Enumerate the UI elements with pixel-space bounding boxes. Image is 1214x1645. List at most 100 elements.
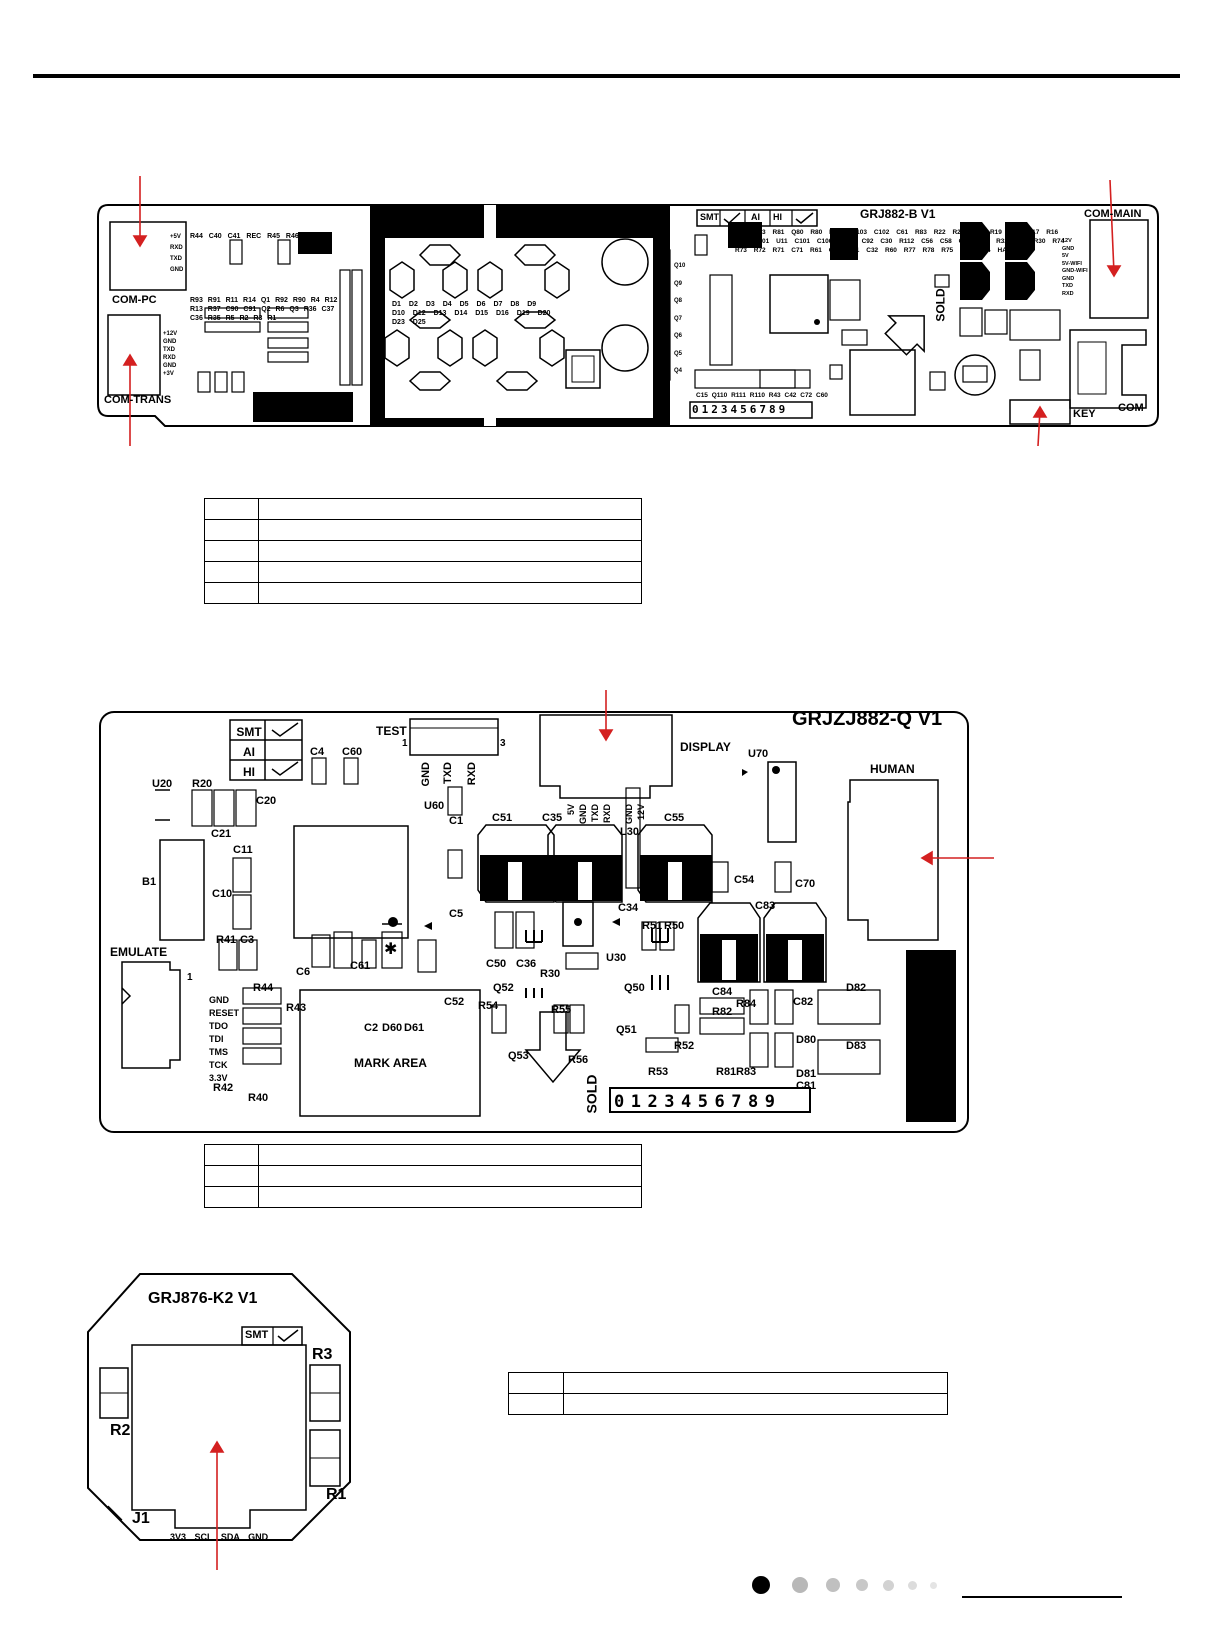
ai-label: AI: [243, 745, 255, 759]
component-label: U20: [152, 778, 173, 790]
pin-label: 5V: [1062, 253, 1069, 259]
component-label: C20: [256, 795, 277, 807]
component-label: C35: [542, 812, 563, 824]
mark-area-box: [299, 989, 481, 1117]
digit: 1: [630, 1092, 648, 1112]
sold-label-q: SOLD: [583, 1074, 600, 1114]
component-label: U11: [776, 238, 788, 245]
checkbox-group-main: [696, 209, 818, 227]
component-label: R51: [642, 920, 663, 932]
com-main-label: COM-MAIN: [1084, 208, 1142, 220]
component-label: C51: [492, 812, 513, 824]
table-row: [204, 1165, 642, 1187]
component-label: R78: [922, 247, 935, 254]
table-row: [204, 1186, 642, 1208]
led-label: D14: [454, 310, 468, 317]
component-label: R73: [735, 247, 747, 254]
svg-text:✱: ✱: [384, 941, 397, 958]
digit: 2: [647, 1092, 665, 1112]
component-label: R30: [1033, 238, 1046, 245]
component-label: C58: [939, 238, 952, 245]
pin-label: +5V: [170, 234, 181, 240]
big-capacitors: [298, 222, 1035, 300]
led-d16-d19: [601, 238, 649, 286]
digit: 4: [681, 1092, 698, 1112]
board-grj882-b: [97, 176, 1159, 447]
component-label: C93: [753, 229, 766, 236]
sold-label-main: SOLD: [933, 288, 948, 322]
diode-d60: [381, 931, 403, 969]
emulate-pins: GND RESET TDO TDI TMS TCK 3.3V: [209, 994, 239, 1085]
com-main-pins: 12V GND 5V 5V-WIFI GND-WIFI GND TXD RXD: [1062, 238, 1088, 298]
led-label: D12: [412, 310, 426, 317]
transistors-q: [525, 928, 669, 998]
led-label: D25: [412, 319, 426, 326]
transistor-label: Q7: [674, 315, 683, 322]
red-arrow-k2: [209, 1440, 225, 1570]
digit: 3: [720, 403, 728, 416]
component-label: D82: [846, 982, 867, 994]
pin-label: TXD: [590, 804, 600, 822]
small-components: [197, 234, 1061, 393]
table-row: [204, 561, 642, 583]
digit: 8: [748, 1092, 765, 1112]
component-label: C32: [735, 238, 747, 245]
resistor-label-r1: R1: [326, 1486, 347, 1503]
component-label: C61: [350, 960, 371, 972]
pin-label: RXD: [163, 355, 176, 361]
human-label: HUMAN: [870, 762, 915, 776]
component-label: C83: [755, 900, 776, 912]
digit: 5: [740, 403, 747, 416]
pin-table-main: [204, 498, 642, 604]
component-label: R111: [731, 392, 746, 399]
pin-label: SDA: [220, 1532, 240, 1542]
component-label: C55: [664, 812, 685, 824]
component-label: R41: [216, 934, 237, 946]
component-label: R72: [753, 247, 766, 254]
component-label: C56: [921, 238, 934, 245]
component-label: R101: [753, 238, 770, 245]
buzzer-r75: [954, 354, 996, 396]
component-label: C21: [211, 828, 232, 840]
com-trans-connector: [107, 314, 161, 396]
pin-label: 5V-WIFI: [1062, 260, 1082, 267]
component-label: C34: [618, 902, 639, 914]
component-label: R1: [267, 315, 277, 322]
page-dot: [908, 1581, 917, 1590]
component-label: R12: [324, 297, 338, 304]
led-label: D13: [433, 310, 447, 317]
component-label: R35: [207, 315, 221, 322]
component-label: R20: [192, 778, 213, 790]
component-label: C2: [364, 1022, 379, 1034]
component-label: R18: [1008, 229, 1021, 236]
component-label: C54: [734, 874, 755, 886]
pin-label: GND: [578, 804, 588, 824]
component-label: R20: [971, 229, 984, 236]
digit: 3: [664, 1092, 681, 1112]
component-label: R74: [1052, 238, 1065, 245]
pin-label: GND: [163, 339, 177, 345]
table-row: [204, 1144, 642, 1166]
component-label: C37: [321, 306, 335, 313]
component-label: R42: [213, 1082, 234, 1094]
component-label: R13: [190, 306, 203, 313]
component-label: R19: [989, 229, 1002, 236]
component-label: R44: [190, 233, 203, 240]
component-label: C102: [873, 229, 890, 236]
led-label: D23: [392, 319, 405, 326]
pin-label: TXD: [170, 256, 182, 262]
component-label: R76: [960, 247, 972, 254]
table-row: [204, 498, 642, 520]
ic-u11: [769, 274, 829, 334]
k2-pins: 3V3 SCL SDA GND: [170, 1532, 268, 1542]
test-connector: [409, 718, 499, 756]
component-label: U60: [424, 800, 445, 812]
component-label: C92: [861, 238, 874, 245]
component-label: Q50: [624, 982, 645, 994]
component-label: C90: [225, 306, 239, 313]
component-label: HA110: [997, 247, 1018, 254]
big-capacitors-q: [477, 824, 827, 983]
component-label: Q53: [508, 1050, 529, 1062]
sold-arrow-q: [524, 1011, 582, 1084]
component-label: R81: [716, 1066, 737, 1078]
